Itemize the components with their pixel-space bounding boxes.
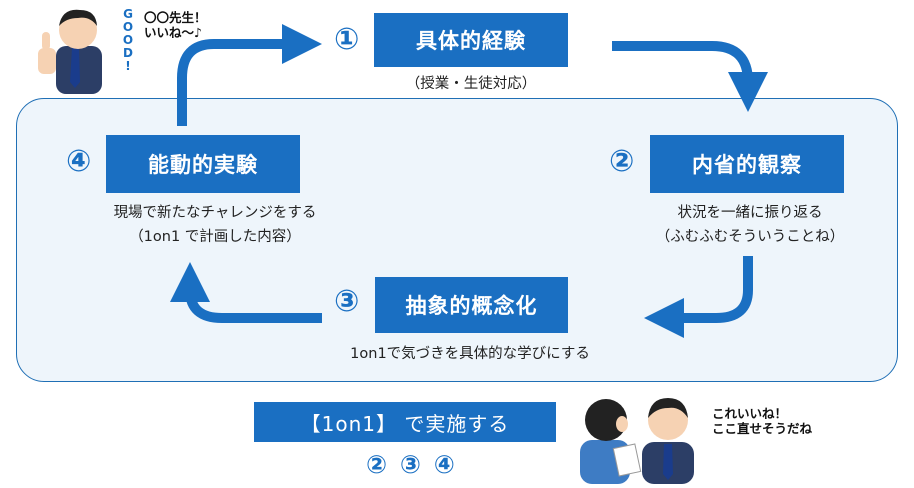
top-speech-line1: 〇〇先生！ [144,10,207,25]
good-sign-letter-o1: O [122,20,134,34]
step-2-box: 内省的観察 [650,135,844,193]
good-sign-letter-g: G [123,7,133,21]
step-4-caption-line1: 現場で新たなチャレンジをする [113,205,317,221]
step-3-number: ③ [334,284,360,319]
bottom-speech-line1: これいいね！ [712,406,788,421]
step-3-caption: 1on1で気づきを具体的な学びにする [350,346,590,362]
step-2-number: ② [609,144,635,179]
bottom-speech-line2: ここ直せそうだね [712,421,813,436]
step-4-caption-line2: （1on1 で計画した内容） [129,229,301,245]
step-4-title: 能動的実験 [148,153,258,177]
teachers-discussing-illustration [576,388,700,484]
good-sign-letter-bang: ! [125,59,131,73]
banner-label: 【1on1】 で実施する [300,411,510,436]
good-sign-letter-o2: O [122,33,134,47]
arrow-1-to-2 [612,41,768,112]
thumbs-up-teacher-illustration [28,2,138,94]
arrow-3-to-4 [170,262,322,323]
step-3-title: 抽象的概念化 [405,294,538,318]
good-sign-letter-d: D [123,46,133,60]
step-4-number: ④ [66,144,92,179]
step-4-box: 能動的実験 [106,135,300,193]
step-3-box: 抽象的概念化 [375,277,568,333]
step-1-caption: （授業・生徒対応） [405,76,537,92]
step-2-caption: 状況を一緒に振り返る （ふむふむそういうことね） [620,201,880,249]
banner-steps: ② ③ ④ [366,450,457,479]
step-2-title: 内省的観察 [692,153,802,177]
top-speech-line2: いいね～♪ [144,25,202,40]
step-1-title: 具体的経験 [416,29,526,53]
arrow-4-to-1 [177,24,322,126]
step-1-box: 具体的経験 [374,13,568,67]
step-4-caption: 現場で新たなチャレンジをする （1on1 で計画した内容） [70,201,360,249]
top-speech: 〇〇先生！ いいね～♪ [144,10,207,40]
step-2-caption-line2: （ふむふむそういうことね） [655,229,845,245]
good-sign: G O O D ! [120,8,136,73]
step-1-number: ① [334,22,360,57]
step-2-caption-line1: 状況を一緒に振り返る [677,205,823,221]
arrow-2-to-3 [644,256,753,338]
one-on-one-banner: 【1on1】 で実施する [254,402,556,442]
bottom-speech: これいいね！ ここ直せそうだね [712,406,812,436]
